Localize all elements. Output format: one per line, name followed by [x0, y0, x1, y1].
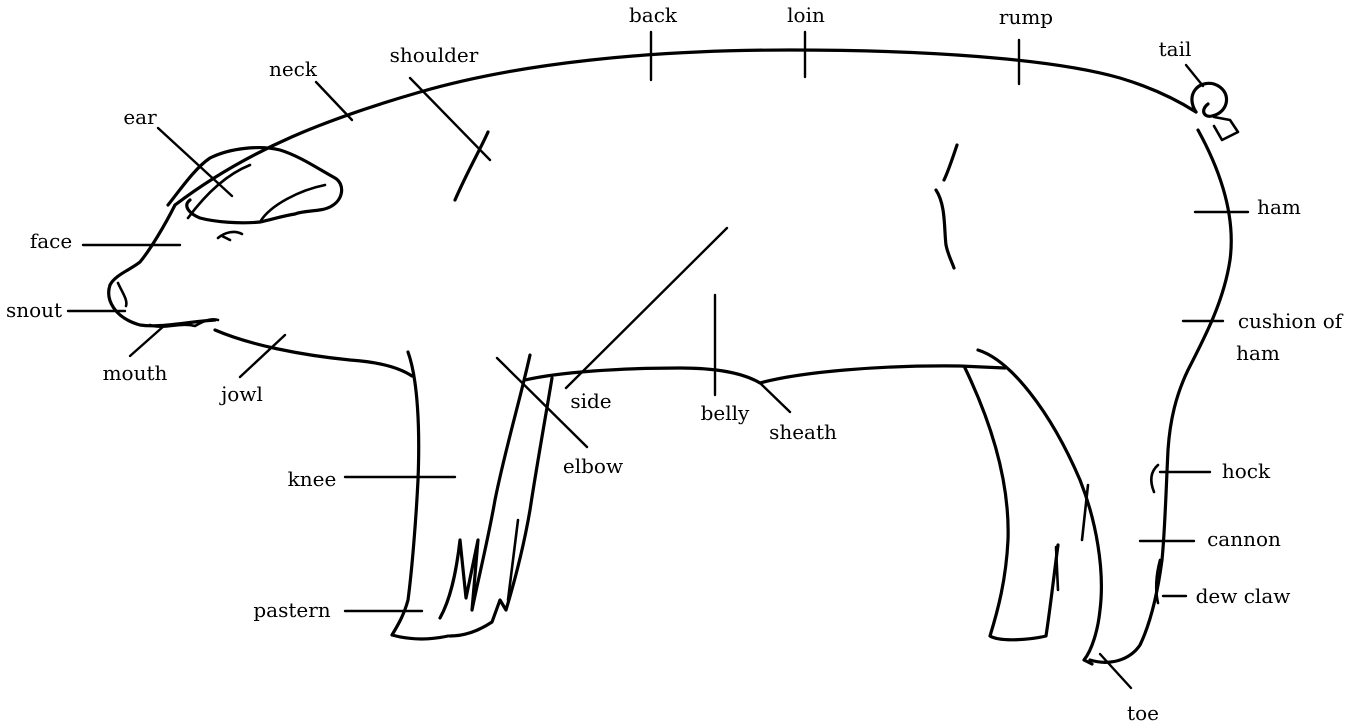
ham-line — [1090, 130, 1231, 662]
label-hock: hock — [1222, 459, 1271, 483]
label-mouth: mouth — [103, 361, 168, 385]
labels: back loin rump tail neck shoulder ear fa… — [6, 3, 1344, 725]
label-back: back — [629, 3, 678, 27]
label-face: face — [30, 229, 72, 253]
belly-line — [525, 366, 1005, 383]
sheath-leader — [760, 383, 790, 412]
label-snout: snout — [6, 298, 62, 322]
snout-detail — [118, 283, 126, 306]
label-toe: toe — [1127, 701, 1159, 725]
eye — [218, 232, 242, 240]
ear-leader — [158, 128, 232, 196]
leader-lines — [68, 32, 1248, 688]
label-ham: ham — [1257, 195, 1301, 219]
label-ear: ear — [123, 105, 157, 129]
side-leader — [566, 228, 727, 388]
shoulder-leader — [410, 78, 490, 160]
label-cannon: cannon — [1207, 527, 1281, 551]
hock-mark — [1151, 465, 1158, 492]
tail-tip — [1214, 117, 1238, 140]
label-neck: neck — [269, 57, 318, 81]
label-pastern: pastern — [253, 598, 330, 622]
neck-leader — [316, 82, 352, 120]
label-cushion-of-ham-1: cushion of — [1238, 309, 1344, 333]
rear-toe-split — [1056, 485, 1088, 590]
hip-mark-upper — [944, 145, 957, 180]
label-shoulder: shoulder — [390, 43, 479, 67]
label-side: side — [570, 389, 611, 413]
mouth-leader — [130, 325, 165, 356]
back-line — [175, 50, 1196, 205]
label-elbow: elbow — [563, 454, 623, 478]
pig-outline — [109, 50, 1238, 664]
label-rump: rump — [999, 5, 1053, 29]
label-tail: tail — [1159, 37, 1192, 61]
label-dew-claw: dew claw — [1196, 584, 1291, 608]
hip-mark-lower — [936, 190, 954, 268]
tail-leader — [1186, 65, 1203, 86]
label-sheath: sheath — [769, 420, 837, 444]
label-jowl: jowl — [219, 382, 263, 406]
label-loin: loin — [787, 3, 825, 27]
label-cushion-of-ham-2: ham — [1236, 341, 1280, 365]
jowl-line — [215, 330, 412, 376]
front-leg-near — [392, 352, 448, 639]
rear-leg-inner — [965, 368, 1058, 640]
label-belly: belly — [701, 401, 750, 425]
head-outline — [109, 205, 215, 326]
tail-curl — [1192, 83, 1227, 116]
label-knee: knee — [288, 467, 337, 491]
